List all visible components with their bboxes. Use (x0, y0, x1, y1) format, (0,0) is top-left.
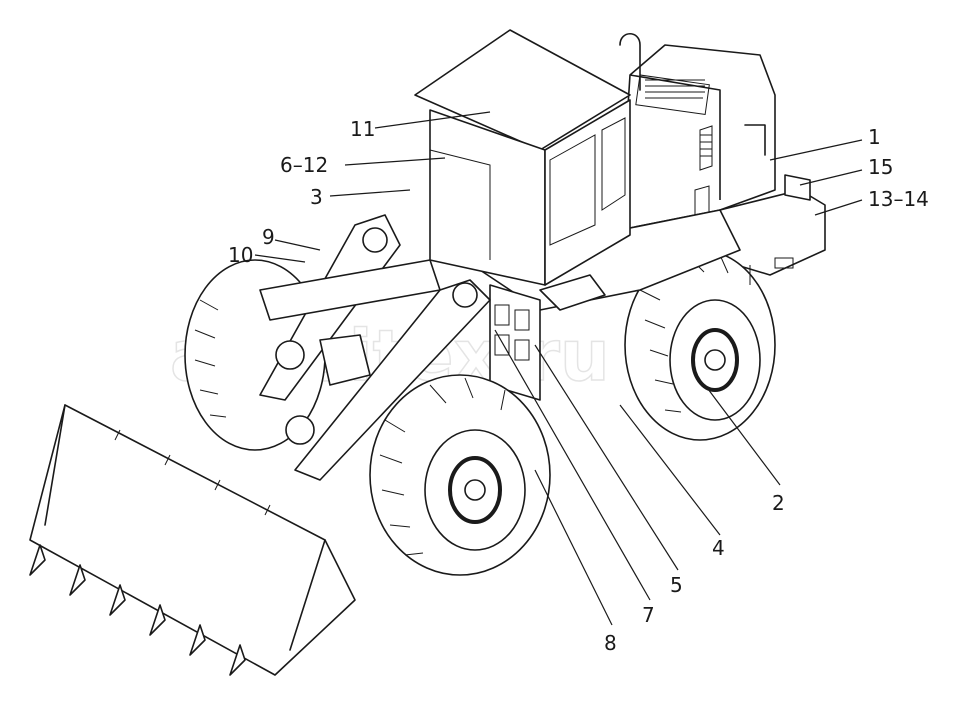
callout-7: 7 (642, 603, 655, 627)
leader-lines (254, 111, 863, 626)
callout-11: 11 (350, 117, 375, 141)
callout-10: 10 (228, 243, 253, 267)
callout-15: 15 (868, 155, 893, 179)
callout-4: 4 (712, 536, 725, 560)
callout-9: 9 (262, 225, 275, 249)
lift-arms (259, 214, 491, 481)
callouts: 1 15 13–14 11 6–12 3 9 10 2 4 5 7 8 (228, 117, 929, 655)
callout-5: 5 (670, 573, 683, 597)
callout-6-12: 6–12 (280, 153, 328, 177)
cab (414, 29, 631, 286)
callout-8: 8 (604, 631, 617, 655)
bucket (29, 404, 356, 676)
callout-1: 1 (868, 125, 881, 149)
engine-hood (619, 32, 776, 231)
callout-2: 2 (772, 491, 785, 515)
callout-13-14: 13–14 (868, 187, 929, 211)
front-right-tire (369, 374, 551, 576)
callout-3: 3 (310, 185, 323, 209)
rear-right-tire (624, 249, 776, 441)
counterweight (719, 174, 826, 276)
